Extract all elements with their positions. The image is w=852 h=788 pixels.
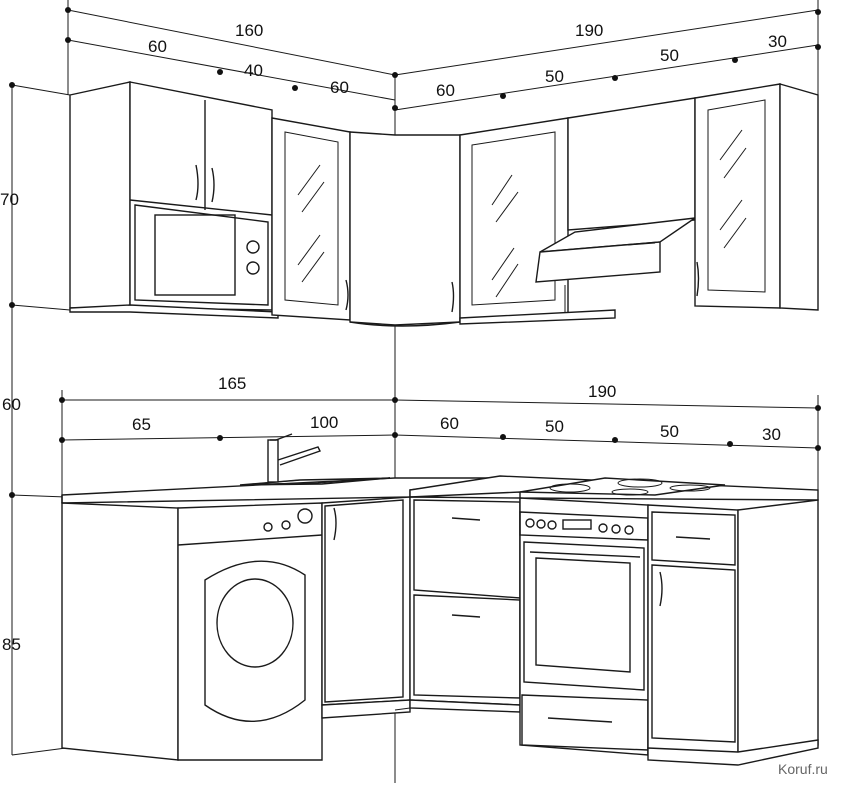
dim-lower-right-c: 50 (660, 422, 679, 441)
upper-cabinets-left (69, 81, 351, 321)
dim-lower-left-b: 100 (310, 413, 338, 432)
height-dimension-lines (9, 82, 15, 755)
dim-height-lower: 85 (2, 635, 21, 654)
dim-lower-total-right: 190 (588, 382, 616, 401)
dim-upper-right-c: 50 (660, 46, 679, 65)
dim-upper-left-a: 60 (148, 37, 167, 56)
washing-machine (61, 502, 323, 761)
dim-lower-right-b: 50 (545, 417, 564, 436)
watermark: Koruf.ru (778, 761, 828, 777)
dim-lower-right-d: 30 (762, 425, 781, 444)
dim-lower-total-left: 165 (218, 374, 246, 393)
sink-cabinet (321, 496, 411, 719)
countertop-right (409, 475, 819, 501)
upper-cabinet-corner (349, 131, 461, 327)
drawer-cabinet (394, 496, 521, 713)
lower-dimension-lines (59, 390, 821, 497)
dim-lower-right-a: 60 (440, 414, 459, 433)
dim-upper-right-d: 30 (768, 32, 787, 51)
dimension-labels: 160 190 60 40 60 60 50 50 30 165 190 65 … (0, 21, 787, 654)
upper-cabinets-right (459, 83, 819, 325)
dim-upper-total-right: 190 (575, 21, 603, 40)
dim-upper-right-b: 50 (545, 67, 564, 86)
oven (519, 497, 649, 756)
dim-upper-right-a: 60 (436, 81, 455, 100)
upper-dimension-lines (65, 7, 821, 111)
dim-upper-total-left: 160 (235, 21, 263, 40)
dim-upper-left-c: 60 (330, 78, 349, 97)
dim-lower-left-a: 65 (132, 415, 151, 434)
dim-upper-left-b: 40 (244, 61, 263, 80)
dim-height-upper: 70 (0, 190, 19, 209)
end-cabinet (647, 499, 819, 766)
dim-height-gap: 60 (2, 395, 21, 414)
